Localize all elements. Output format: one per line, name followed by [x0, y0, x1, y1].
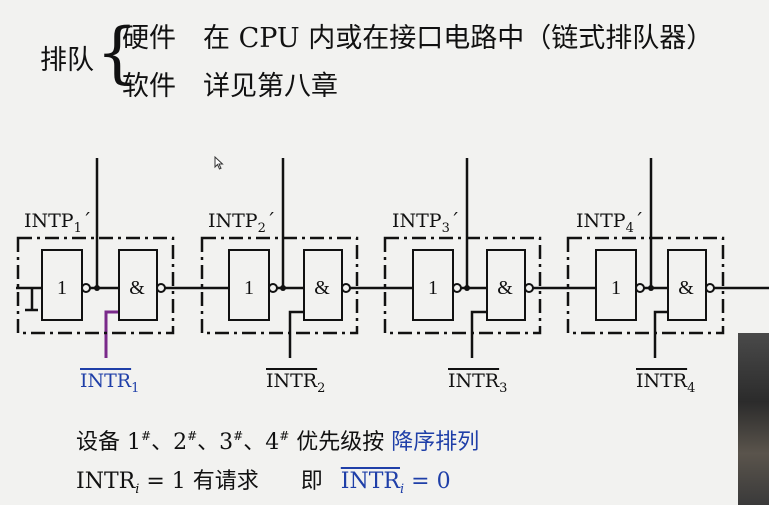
intr-2-label: INTR2: [266, 370, 326, 396]
not-gate-2: [228, 249, 270, 321]
brace-symbol: {: [96, 14, 138, 91]
and-gate-4-label: &: [678, 277, 694, 299]
priority-note: 设备 1#、2#、3#、4# 优先级按 降序排列: [76, 429, 480, 455]
and-gate-3-label: &: [497, 277, 513, 299]
not-gate-1: [41, 249, 83, 321]
intr-3-label: INTR3: [448, 370, 508, 396]
intp-4-label: INTP4´: [576, 210, 644, 236]
intp-2-label: INTP2´: [208, 210, 276, 236]
intr1-highlight-wire: [104, 310, 119, 358]
intr-1-label: INTR1: [80, 370, 140, 396]
not-gate-2-label: 1: [244, 277, 254, 299]
not-gate-4-label: 1: [611, 277, 621, 299]
and-gate-3: [486, 249, 526, 321]
hardware-description: 在 CPU 内或在接口电路中（链式排队器）: [203, 23, 714, 54]
descending-order-text: 降序排列: [391, 430, 480, 455]
intr-4-label: INTR4: [636, 370, 696, 396]
software-description: 详见第八章: [203, 71, 338, 102]
video-overlay-thumbnail: [738, 333, 769, 505]
and-gate-2: [303, 249, 343, 321]
and-gate-2-label: &: [314, 277, 330, 299]
not-gate-3: [412, 249, 454, 321]
and-gate-4: [667, 249, 707, 321]
software-label: 软件: [122, 71, 176, 102]
intp-3-label: INTP3´: [392, 210, 460, 236]
hardware-label: 硬件: [122, 23, 176, 54]
intp-1-label: INTP1´: [24, 210, 92, 236]
not-gate-3-label: 1: [428, 277, 438, 299]
mouse-cursor-icon: [214, 156, 224, 170]
queue-label: 排队: [40, 45, 94, 76]
not-gate-1-label: 1: [57, 277, 67, 299]
and-gate-1-label: &: [129, 277, 145, 299]
not-gate-4: [595, 249, 637, 321]
